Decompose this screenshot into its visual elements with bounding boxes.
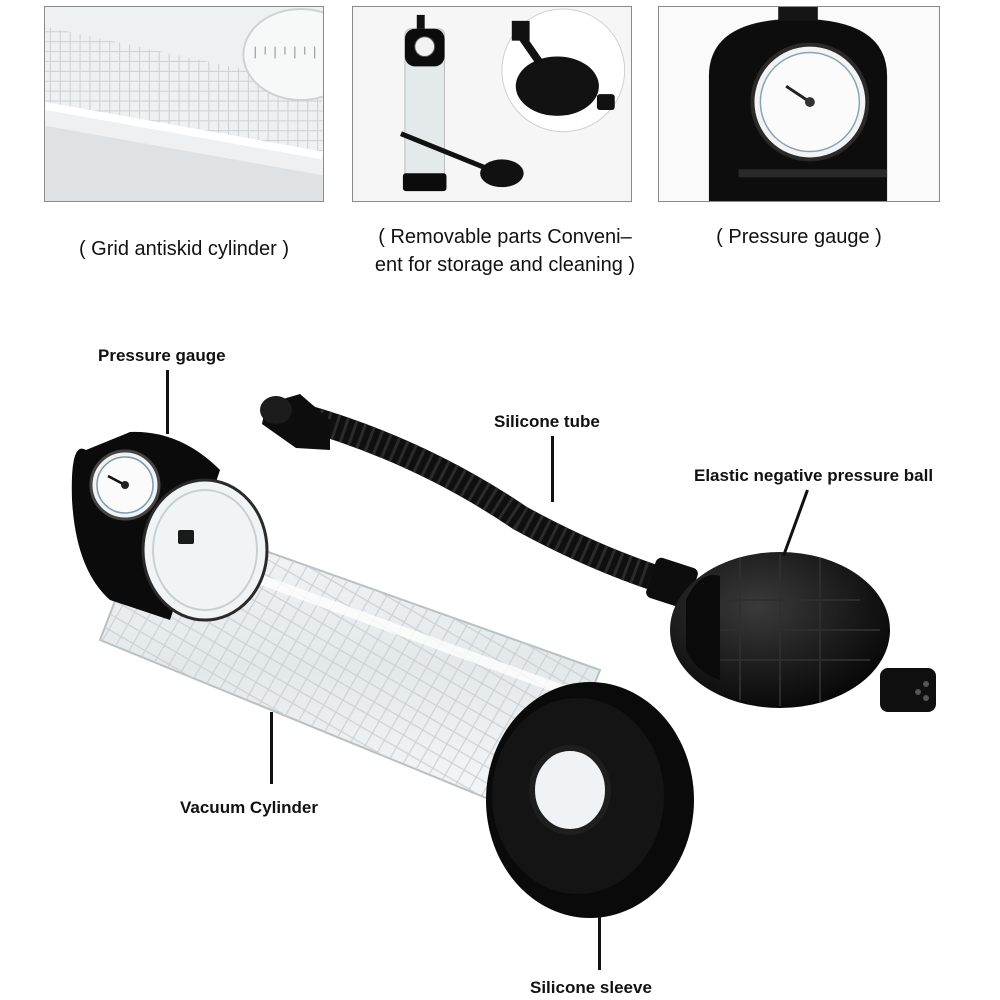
thumbnail-pressure-gauge [658, 6, 940, 202]
silicone-sleeve-graphic [486, 682, 694, 918]
pressure-ball-graphic [670, 552, 936, 712]
thumbnail-grid-cylinder [44, 6, 324, 202]
caption-removable-parts-line1: ( Removable parts Conveni– [378, 226, 632, 248]
caption-pressure-gauge: ( Pressure gauge ) [716, 226, 882, 248]
leader-vacuum-cylinder [270, 712, 273, 784]
pressure-gauge-image [659, 7, 939, 201]
callout-silicone-tube: Silicone tube [494, 412, 600, 431]
grid-cylinder-image [45, 7, 323, 201]
callout-silicone-sleeve: Silicone sleeve [530, 978, 652, 997]
callout-elastic-pressure-ball: Elastic negative pressure ball [694, 466, 934, 485]
caption-removable-parts-line2: ent for storage and cleaning ) [374, 254, 636, 276]
thumbnail-removable-parts [352, 6, 632, 202]
removable-parts-image [353, 7, 631, 201]
leader-silicone-tube [551, 436, 554, 502]
callout-vacuum-cylinder: Vacuum Cylinder [180, 798, 318, 817]
silicone-tube-graphic [260, 394, 698, 609]
caption-grid-antiskid-cylinder: ( Grid antiskid cylinder ) [78, 238, 290, 260]
leader-pressure-gauge [166, 370, 169, 434]
product-illustration [71, 394, 936, 918]
gauge-head-graphic [71, 431, 269, 622]
leader-silicone-sleeve [598, 916, 601, 970]
callout-pressure-gauge: Pressure gauge [98, 346, 226, 365]
